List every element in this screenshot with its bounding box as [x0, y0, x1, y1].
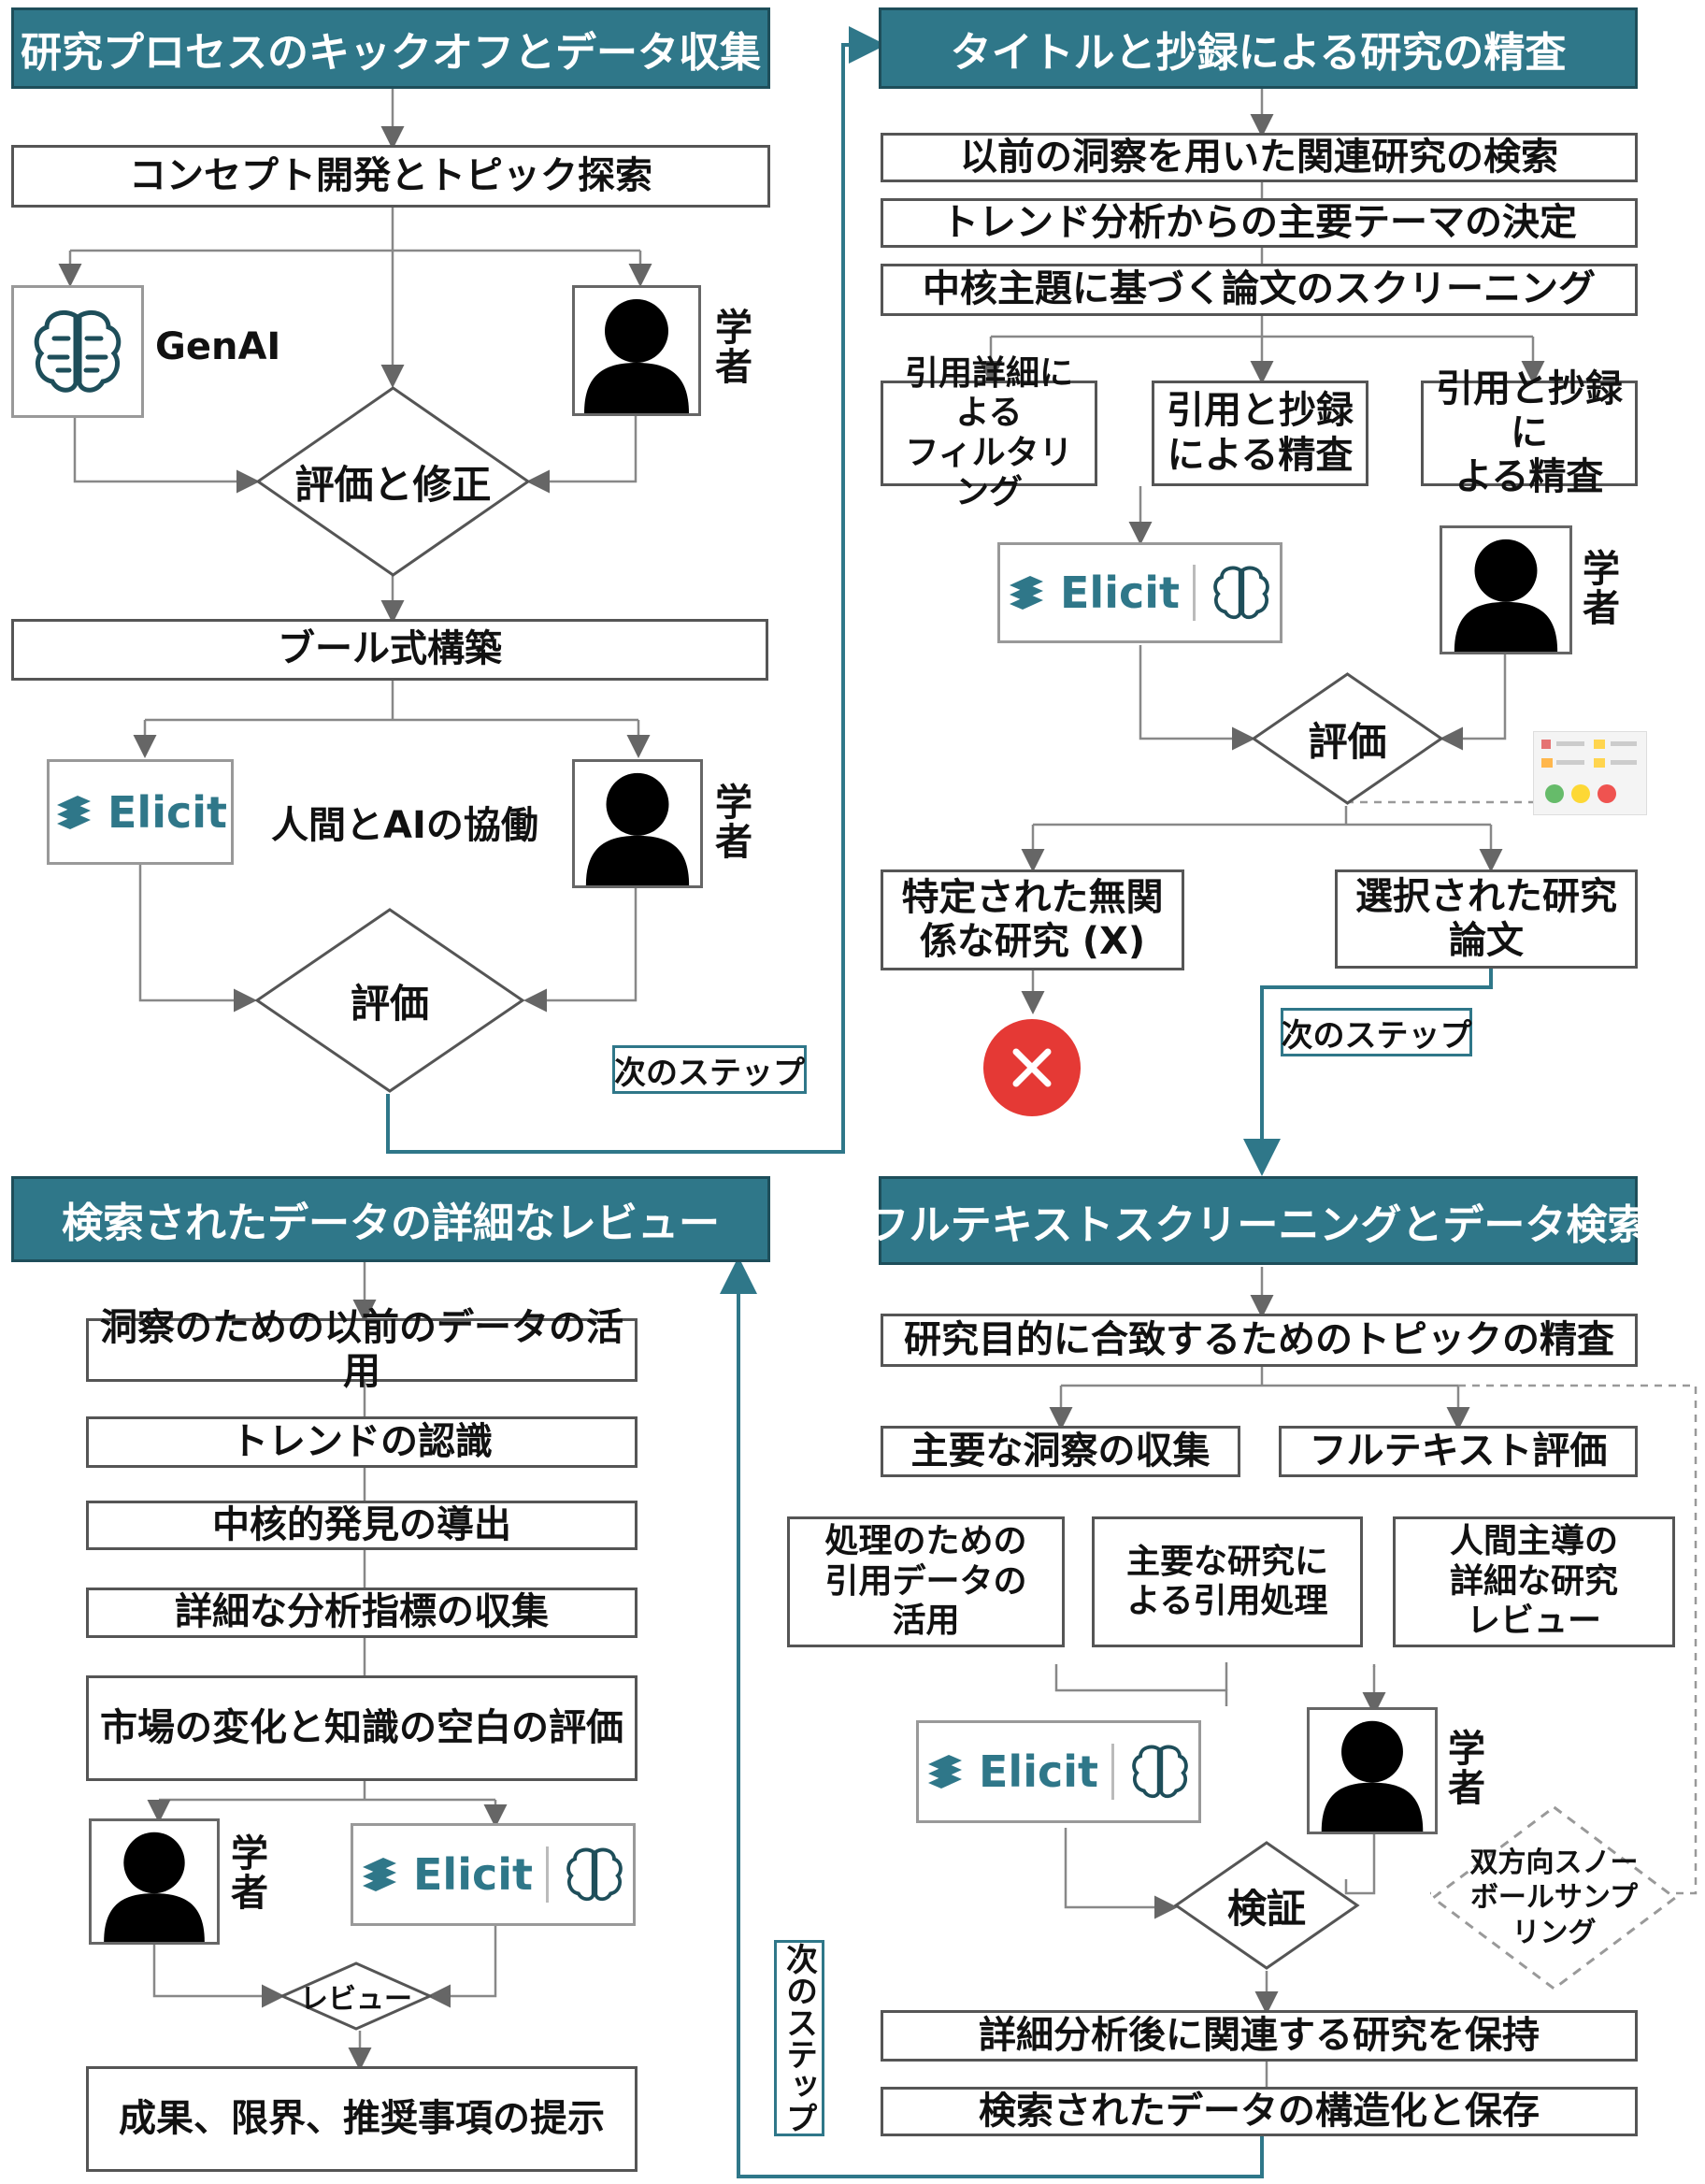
- feedback-card-icon: [1533, 731, 1647, 815]
- genai-label: GenAI: [155, 325, 281, 368]
- person-icon: [104, 1832, 205, 1942]
- scholar-label-2: 学者: [715, 782, 752, 864]
- citation-abstract-review-box-1: 引用と抄録 による精査: [1152, 381, 1368, 486]
- next-step-badge-2: 次のステップ: [1281, 1008, 1472, 1056]
- key-insights-box: 主要な洞察の収集: [881, 1426, 1240, 1477]
- evaluate-label-2: 評価: [1308, 718, 1387, 765]
- citation-data-use-box: 処理のための 引用データの 活用: [787, 1516, 1065, 1647]
- elicit-icon: [363, 1858, 396, 1891]
- review-label: レビュー: [300, 1983, 412, 2016]
- scholar-label-3: 学者: [1583, 548, 1620, 630]
- evaluate-revise-label: 評価と修正: [294, 461, 492, 508]
- evaluate-decision-2: 評価: [1251, 671, 1444, 806]
- brain-icon: [566, 1847, 623, 1902]
- person-icon: [585, 772, 690, 885]
- scholar-label-4: 学者: [231, 1832, 268, 1915]
- related-research-search-box: 以前の洞察を用いた関連研究の検索: [881, 133, 1638, 182]
- elicit-wordmark: Elicit: [107, 786, 227, 838]
- scholar-label-5: 学者: [1448, 1728, 1485, 1810]
- scholar-avatar-4: [89, 1818, 220, 1945]
- brain-icon: [34, 310, 122, 393]
- scholar-avatar-2: [572, 759, 703, 888]
- scholar-avatar-5: [1307, 1707, 1438, 1834]
- verify-label: 検証: [1226, 1885, 1306, 1932]
- elicit-icon: [928, 1755, 962, 1789]
- evaluate-decision-1: 評価: [254, 907, 525, 1094]
- market-gap-box: 市場の変化と知識の空白の評価: [86, 1675, 638, 1781]
- scholar-label-1: 学者: [715, 307, 752, 389]
- analysis-metrics-box: 詳細な分析指標の収集: [86, 1588, 638, 1638]
- snowball-sampling-label: 双方向スノー ボールサンプ リング: [1469, 1846, 1639, 1949]
- evaluate-revise-decision: 評価と修正: [255, 385, 531, 578]
- human-led-review-box: 人間主導の 詳細な研究 レビュー: [1393, 1516, 1675, 1647]
- paper-screening-box: 中核主題に基づく論文のスクリーニング: [881, 264, 1638, 316]
- citation-processing-box: 主要な研究に よる引用処理: [1092, 1516, 1363, 1647]
- brain-icon: [1132, 1745, 1188, 1799]
- elicit-logo-box-4: Elicit: [916, 1720, 1201, 1823]
- elicit-wordmark: Elicit: [1060, 568, 1180, 618]
- next-step-badge-3: 次のステップ: [774, 1940, 824, 2136]
- person-icon: [1454, 539, 1558, 652]
- elicit-icon: [1010, 576, 1043, 610]
- next-step-badge-1: 次のステップ: [612, 1045, 807, 1094]
- header-fulltext-screening: フルテキストスクリーニングとデータ検索: [868, 1176, 1648, 1265]
- key-theme-decision-box: トレンド分析からの主要テーマの決定: [881, 198, 1638, 248]
- header-kickoff: 研究プロセスのキックオフとデータ収集: [11, 7, 770, 89]
- elicit-logo-box-1: Elicit: [47, 759, 234, 865]
- irrelevant-studies-box: 特定された無関 係な研究 (X): [881, 869, 1184, 970]
- topic-refinement-box: 研究目的に合致するためのトピックの精査: [881, 1314, 1638, 1367]
- snowball-sampling-decision: 双方向スノー ボールサンプ リング: [1430, 1804, 1678, 1991]
- citation-filtering-box: 引用詳細による フィルタリング: [881, 354, 1097, 511]
- elicit-wordmark: Elicit: [979, 1746, 1098, 1797]
- genai-logo-box: [11, 285, 144, 418]
- person-icon: [1321, 1720, 1424, 1832]
- scholar-avatar-3: [1440, 525, 1572, 654]
- header-title-abstract: タイトルと抄録による研究の精査: [879, 7, 1638, 89]
- elicit-wordmark: Elicit: [413, 1849, 533, 1900]
- structure-store-data-box: 検索されたデータの構造化と保存: [881, 2087, 1638, 2136]
- person-icon: [584, 299, 689, 413]
- trend-recognition-box: トレンドの認識: [86, 1416, 638, 1468]
- core-findings-box: 中核的発見の導出: [86, 1501, 638, 1550]
- elicit-icon: [57, 795, 91, 829]
- citation-abstract-review-box-2: 引用と抄録に よる精査: [1421, 367, 1638, 498]
- elicit-logo-box-3: Elicit: [351, 1823, 636, 1926]
- excluded-x-icon: [983, 1019, 1081, 1116]
- scholar-avatar-1: [572, 285, 701, 416]
- verify-decision: 検証: [1173, 1840, 1360, 1971]
- keep-relevant-studies-box: 詳細分析後に関連する研究を保持: [881, 2010, 1638, 2062]
- elicit-logo-box-2: Elicit: [997, 542, 1282, 643]
- header-detailed-review: 検索されたデータの詳細なレビュー: [11, 1176, 770, 1262]
- brain-icon: [1213, 566, 1269, 620]
- concept-development-box: コンセプト開発とトピック探索: [11, 145, 770, 208]
- prior-data-use-box: 洞察のための以前のデータの活用: [86, 1306, 638, 1393]
- review-decision: レビュー: [280, 1961, 432, 2031]
- selected-papers-box: 選択された研究 論文: [1335, 869, 1638, 969]
- results-limitations-box: 成果、限界、推奨事項の提示: [86, 2066, 638, 2172]
- boolean-construction-box: ブール式構築: [11, 619, 768, 681]
- evaluate-label-1: 評価: [350, 980, 429, 1027]
- fulltext-evaluation-box: フルテキスト評価: [1279, 1426, 1638, 1477]
- human-ai-collab-label: 人間とAIの協働: [271, 804, 538, 847]
